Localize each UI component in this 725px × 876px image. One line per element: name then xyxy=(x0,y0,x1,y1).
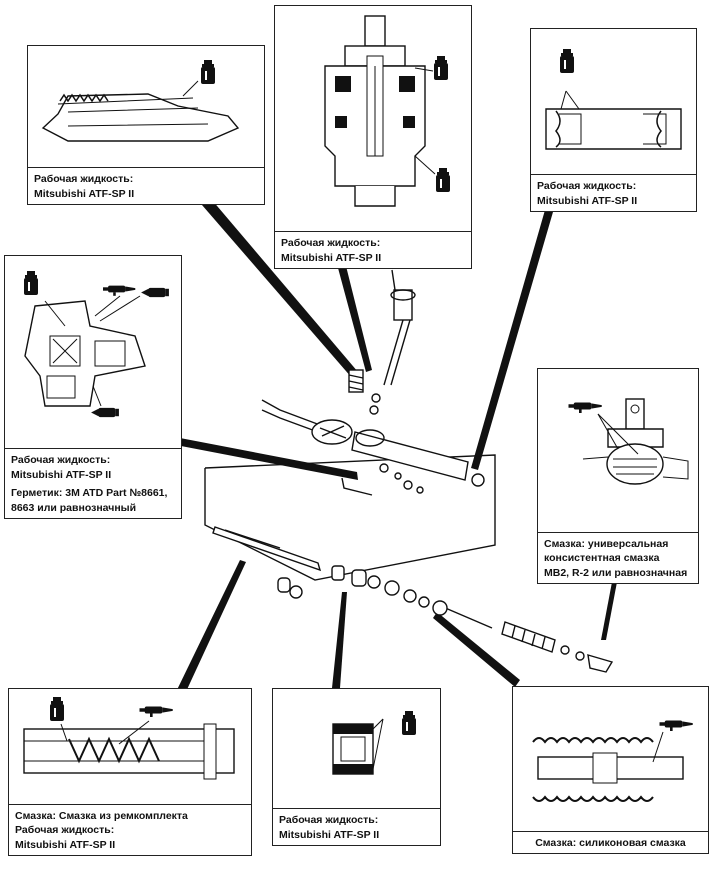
fluid-can-icon xyxy=(24,271,38,295)
panel-mid-left-caption: Рабочая жидкость: Mitsubishi ATF-SP II Г… xyxy=(5,448,181,518)
grease-gun-icon xyxy=(659,720,693,731)
panel-top-left-caption: Рабочая жидкость: Mitsubishi ATF-SP II xyxy=(28,167,264,204)
caption-line: Mitsubishi ATF-SP II xyxy=(281,251,382,264)
panel-bottom-right: Смазка: силиконовая смазка xyxy=(512,686,709,854)
caption-line: Смазка: Смазка из ремкомплекта xyxy=(15,809,188,822)
panel-mid-right-caption: Смазка: универсальная консистентная смаз… xyxy=(538,531,698,583)
fluid-can-icon xyxy=(201,60,215,84)
grease-gun-icon xyxy=(568,402,602,413)
fluid-can-icon xyxy=(50,697,64,721)
right-boot xyxy=(501,621,556,653)
exploded-rack xyxy=(204,269,614,673)
rack-bushing-illustration xyxy=(23,697,235,780)
caption-line: 8663 или равнозначный xyxy=(11,501,137,514)
caption-line: Mitsubishi ATF-SP II xyxy=(537,194,638,207)
left-tie-rod xyxy=(261,399,321,433)
leader-top-left xyxy=(202,200,358,378)
panel-bottom-left-caption: Смазка: Смазка из ремкомплекта Рабочая ж… xyxy=(9,803,251,855)
caption-line: MB2, R-2 или равнозначная xyxy=(544,566,688,579)
caption-line: Рабочая жидкость: xyxy=(281,237,381,250)
panel-bottom-center-caption: Рабочая жидкость: Mitsubishi ATF-SP II xyxy=(273,808,440,845)
sealant-tube-icon xyxy=(141,287,169,298)
caption-line: Mitsubishi ATF-SP II xyxy=(34,187,135,200)
caption-line: Рабочая жидкость: xyxy=(279,814,379,827)
caption-line: Смазка: универсальная xyxy=(544,537,669,550)
leader-top-right xyxy=(471,210,553,470)
panel-bottom-left: Смазка: Смазка из ремкомплекта Рабочая ж… xyxy=(8,688,252,856)
leader-top-center xyxy=(338,266,372,372)
oil-seal-illustration xyxy=(332,711,416,775)
tie-rod-end xyxy=(587,654,614,673)
leader-mid-left xyxy=(180,438,358,480)
panel-bottom-center: Рабочая жидкость: Mitsubishi ATF-SP II xyxy=(272,688,441,846)
grease-gun-icon xyxy=(103,285,136,296)
caption-line: Рабочая жидкость: xyxy=(15,824,115,837)
caption-line: Mitsubishi ATF-SP II xyxy=(11,468,112,481)
panel-bottom-right-caption: Смазка: силиконовая смазка xyxy=(513,830,708,853)
valve-body-illustration xyxy=(41,60,240,142)
gear-housing-illustration xyxy=(24,271,169,418)
grease-gun-icon xyxy=(139,706,173,717)
leader-bottom-center xyxy=(332,592,347,688)
panel-top-right-caption: Рабочая жидкость: Mitsubishi ATF-SP II xyxy=(531,174,696,211)
panel-top-center-caption: Рабочая жидкость: Mitsubishi ATF-SP II xyxy=(275,231,471,268)
rack-seal-illustration xyxy=(545,49,682,150)
leader-bottom-right xyxy=(433,612,520,687)
rack-bar xyxy=(212,526,322,572)
caption-line: Mitsubishi ATF-SP II xyxy=(279,828,380,841)
caption-line: Смазка: силиконовая смазка xyxy=(535,836,686,849)
caption-line: Рабочая жидкость: xyxy=(537,180,637,193)
panel-mid-right: Смазка: универсальная консистентная смаз… xyxy=(537,368,699,584)
caption-line: Mitsubishi ATF-SP II xyxy=(15,838,116,851)
panel-top-right: Рабочая жидкость: Mitsubishi ATF-SP II xyxy=(530,28,697,212)
fluid-can-icon xyxy=(436,168,450,192)
panel-mid-left: Рабочая жидкость: Mitsubishi ATF-SP II Г… xyxy=(4,255,182,519)
panel-top-left: Рабочая жидкость: Mitsubishi ATF-SP II xyxy=(27,45,265,205)
panel-top-center: Рабочая жидкость: Mitsubishi ATF-SP II xyxy=(274,5,472,269)
rack-housing xyxy=(351,431,469,481)
caption-line: Герметик: 3M ATD Part №8661, xyxy=(11,487,168,500)
fluid-can-icon xyxy=(402,711,416,735)
caption-line: Рабочая жидкость: xyxy=(34,173,134,186)
leader-lines xyxy=(175,200,617,696)
sealant-tube-icon xyxy=(91,407,119,418)
caption-line: консистентная смазка xyxy=(544,552,660,565)
leader-mid-right xyxy=(601,582,617,640)
pinion-housing xyxy=(393,289,413,321)
leader-bottom-left xyxy=(175,560,246,696)
boot-illustration xyxy=(532,720,693,802)
fluid-can-icon xyxy=(560,49,574,73)
caption-line: Рабочая жидкость: xyxy=(11,454,111,467)
ball-joint-illustration xyxy=(568,398,689,485)
pinion-valve-illustration xyxy=(324,15,450,207)
fluid-can-icon xyxy=(434,56,448,80)
